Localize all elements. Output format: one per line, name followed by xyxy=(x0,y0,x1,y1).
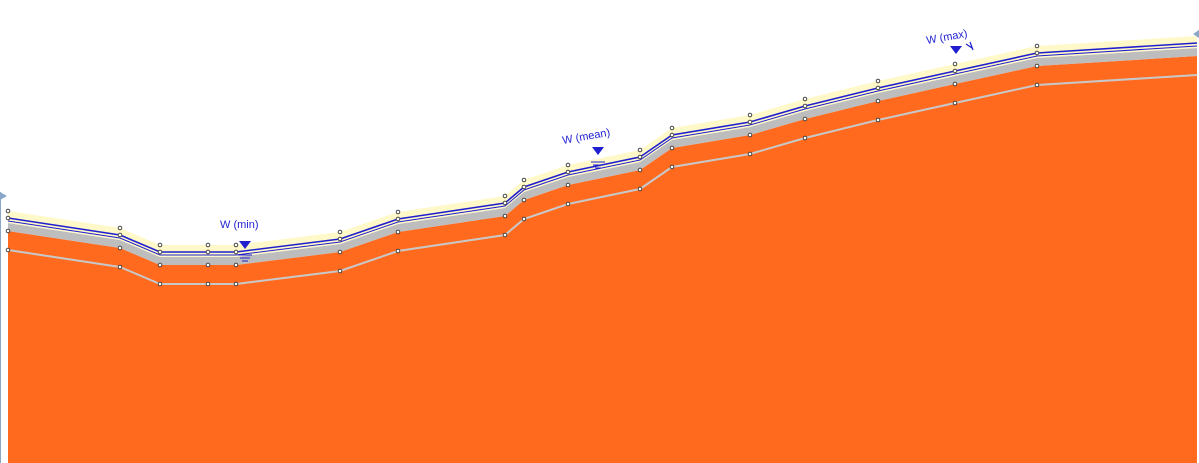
vertex-point xyxy=(117,264,123,270)
vertex-point xyxy=(747,119,753,125)
vertex-point xyxy=(521,197,527,203)
vertex-point xyxy=(5,208,11,214)
vertex-point xyxy=(521,177,527,183)
water-level-min: W (min) xyxy=(220,219,259,262)
water-level-triangle-icon xyxy=(592,147,604,155)
vertex-point xyxy=(337,249,343,255)
vertex-markers xyxy=(5,43,1040,287)
vertex-point xyxy=(205,249,211,255)
vertex-point xyxy=(565,201,571,207)
vertex-point xyxy=(395,229,401,235)
vertex-point xyxy=(233,281,239,287)
vertex-point xyxy=(337,229,343,235)
vertex-point xyxy=(502,232,508,238)
water-level-triangle-icon xyxy=(950,46,962,54)
vertex-point xyxy=(802,116,808,122)
vertex-point xyxy=(952,61,958,67)
vertex-point xyxy=(233,242,239,248)
vertex-point xyxy=(157,249,163,255)
vertex-point xyxy=(875,98,881,104)
vertex-point xyxy=(395,248,401,254)
water-level-tick xyxy=(965,43,973,49)
vertex-point xyxy=(637,167,643,173)
water-line-secondary xyxy=(7,45,1198,256)
left-edge-arrow-icon xyxy=(0,192,7,200)
layer-boundary-line xyxy=(7,74,1198,285)
vertex-point xyxy=(637,147,643,153)
vertex-point xyxy=(5,215,11,221)
vertex-point xyxy=(521,184,527,190)
vertex-point xyxy=(952,100,958,106)
soil-layer-lower xyxy=(8,75,1197,463)
vertex-point xyxy=(637,186,643,192)
vertex-point xyxy=(802,135,808,141)
water-level-triangle-icon xyxy=(239,241,251,249)
vertex-point xyxy=(117,245,123,251)
vertex-point xyxy=(337,236,343,242)
vertex-point xyxy=(637,154,643,160)
vertex-point xyxy=(502,213,508,219)
vertex-point xyxy=(669,132,675,138)
vertex-point xyxy=(502,200,508,206)
vertex-point xyxy=(117,232,123,238)
vertex-point xyxy=(875,117,881,123)
vertex-point xyxy=(205,281,211,287)
vertex-point xyxy=(565,162,571,168)
vertex-point xyxy=(802,103,808,109)
vertex-point xyxy=(669,145,675,151)
vertex-point xyxy=(5,247,11,253)
vertex-point xyxy=(875,85,881,91)
vertex-point xyxy=(157,281,163,287)
vertex-point xyxy=(395,209,401,215)
vertex-point xyxy=(802,96,808,102)
vertex-point xyxy=(233,262,239,268)
vertex-point xyxy=(565,169,571,175)
water-level-max: W (max) xyxy=(925,28,974,54)
vertex-point xyxy=(521,216,527,222)
vertex-point xyxy=(5,228,11,234)
vertex-point xyxy=(952,81,958,87)
vertex-point xyxy=(1034,63,1040,69)
vertex-point xyxy=(747,132,753,138)
gray-layer xyxy=(8,48,1197,265)
vertex-point xyxy=(747,151,753,157)
vertex-point xyxy=(157,262,163,268)
vertex-point xyxy=(1034,43,1040,49)
water-level-tick xyxy=(969,41,974,51)
water-level-min-label: W (min) xyxy=(220,219,259,231)
water-level-mean-label: W (mean) xyxy=(561,127,611,147)
vertex-point xyxy=(565,182,571,188)
vertex-point xyxy=(157,242,163,248)
vertex-point xyxy=(952,68,958,74)
vertex-point xyxy=(669,125,675,131)
soil-layer-upper xyxy=(8,56,1197,284)
vertex-point xyxy=(205,262,211,268)
vertex-point xyxy=(337,268,343,274)
vertex-point xyxy=(1034,82,1040,88)
surface-layer xyxy=(8,36,1197,257)
vertex-point xyxy=(395,216,401,222)
water-level-max-label: W (max) xyxy=(925,28,968,47)
vertex-point xyxy=(233,249,239,255)
vertex-point xyxy=(1034,50,1040,56)
vertex-point xyxy=(117,225,123,231)
vertex-point xyxy=(502,193,508,199)
vertex-point xyxy=(205,242,211,248)
vertex-point xyxy=(669,164,675,170)
right-edge-arrow-icon xyxy=(1193,30,1199,38)
vertex-point xyxy=(747,112,753,118)
water-line xyxy=(7,42,1198,253)
vertex-point xyxy=(875,78,881,84)
